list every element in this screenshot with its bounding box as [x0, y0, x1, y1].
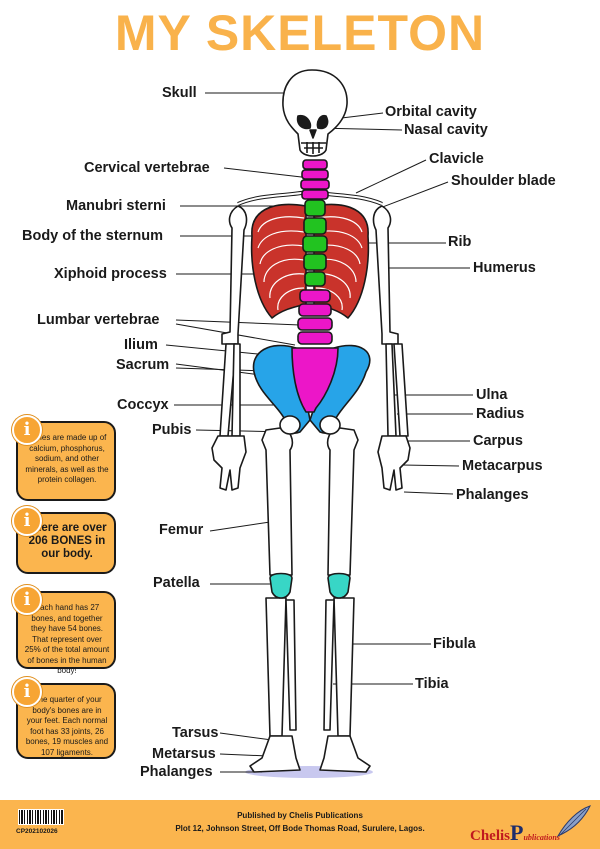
label-pubis: Pubis — [152, 422, 192, 438]
label-radius: Radius — [476, 406, 525, 422]
label-cervical-vertebrae: Cervical vertebrae — [84, 160, 210, 176]
info-icon: i — [12, 506, 42, 536]
fact-text: Bones are made up of calcium, phosphorus… — [25, 433, 109, 484]
label-body-of-sternum: Body of the sternum — [22, 228, 163, 244]
skeleton-diagram — [165, 69, 473, 778]
label-phalanges-hand: Phalanges — [456, 487, 529, 503]
label-tarsus: Tarsus — [172, 725, 219, 741]
left-arm — [211, 205, 248, 491]
bones — [211, 69, 411, 773]
sacrum — [291, 347, 339, 413]
label-orbital-cavity: Orbital cavity — [385, 104, 477, 120]
info-icon: i — [12, 415, 42, 445]
cervical-vertebrae — [300, 159, 330, 200]
fact-panel-foot-bones: i One quarter of your body's bones are i… — [12, 677, 116, 759]
label-xiphoid-process: Xiphoid process — [54, 266, 167, 282]
patellae — [269, 572, 351, 599]
label-phalanges-foot: Phalanges — [140, 764, 213, 780]
label-ulna: Ulna — [476, 387, 508, 403]
label-patella: Patella — [153, 575, 200, 591]
quill-icon — [556, 805, 591, 838]
fact-panel-minerals: i Bones are made up of calcium, phosphor… — [12, 415, 116, 501]
publisher-text: Published by Chelis Publications — [237, 811, 363, 820]
lumbar-vertebrae — [297, 289, 333, 345]
legs — [249, 427, 371, 773]
label-rib: Rib — [448, 234, 472, 250]
fact-text: Each hand has 27 bones, and together the… — [24, 603, 110, 675]
logo-p: P — [510, 820, 524, 845]
label-skull: Skull — [162, 85, 197, 101]
label-metacarpus: Metacarpus — [462, 458, 543, 474]
label-sacrum: Sacrum — [116, 357, 170, 373]
page-title: MY SKELETON — [114, 5, 486, 61]
fact-panel-hand-bones: i Each hand has 27 bones, and together t… — [12, 585, 116, 675]
label-tibia: Tibia — [415, 676, 449, 692]
skull — [282, 69, 348, 157]
label-ilium: Ilium — [124, 337, 158, 353]
logo-main: Chelis — [470, 828, 511, 844]
footer-bar: Published by Chelis Publications Plot 12… — [0, 800, 600, 849]
label-manubri-sterni: Manubri sterni — [66, 198, 166, 214]
label-femur: Femur — [159, 522, 204, 538]
label-coccyx: Coccyx — [117, 397, 169, 413]
sternum — [302, 199, 328, 287]
label-carpus: Carpus — [473, 433, 523, 449]
label-lumbar-vertebrae: Lumbar vertebrae — [37, 312, 160, 328]
pelvis — [252, 344, 371, 435]
label-nasal-cavity: Nasal cavity — [404, 122, 488, 138]
barcode-icon — [18, 809, 64, 825]
rib-lines — [257, 216, 363, 311]
label-metarsus: Metarsus — [152, 746, 216, 762]
info-icon: i — [12, 585, 42, 615]
fact-text: One quarter of your body's bones are in … — [25, 695, 109, 757]
right-arm — [372, 205, 411, 491]
product-code: CP202102026 — [16, 828, 58, 835]
info-icon: i — [12, 677, 42, 707]
label-shoulder-blade: Shoulder blade — [451, 173, 556, 189]
publisher-logo: ChelisPublications — [470, 820, 560, 846]
fact-text: There are over 206 BONES in our body. — [27, 522, 107, 560]
label-clavicle: Clavicle — [429, 151, 484, 167]
label-fibula: Fibula — [433, 636, 476, 652]
logo-sub: ublications — [523, 833, 560, 842]
publisher-address: Plot 12, Johnson Street, Off Bode Thomas… — [175, 824, 425, 833]
fact-panel-bone-count: i There are over 206 BONES in our body. — [12, 506, 116, 574]
label-humerus: Humerus — [473, 260, 536, 276]
